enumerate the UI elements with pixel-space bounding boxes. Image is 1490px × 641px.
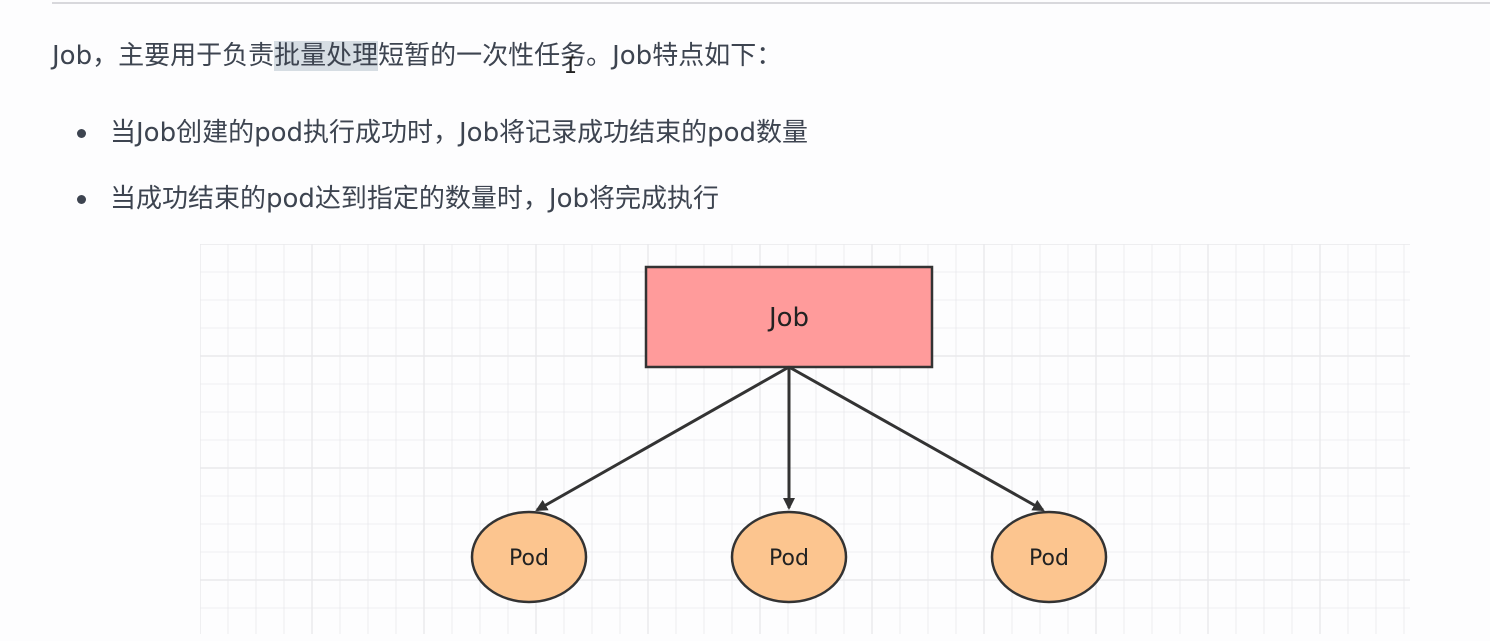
list-item: 当Job创建的pod执行成功时，Job将记录成功结束的pod数量 <box>0 110 808 156</box>
pod-ellipse[interactable] <box>730 510 848 604</box>
job-label: Job <box>767 303 809 333</box>
edge-job-to-pod-1 <box>535 365 790 512</box>
diagram-canvas: Job Pod Pod Pod <box>200 244 1410 634</box>
intro-paragraph: Job，主要用于负责批量处理短暂的一次性任务。Job特点如下： <box>52 36 782 76</box>
pod-node-3[interactable]: Pod <box>990 510 1108 604</box>
intro-text-before: Job，主要用于负责 <box>52 41 275 71</box>
pod-label: Pod <box>509 546 549 571</box>
bullet-dot-icon <box>77 129 86 138</box>
text-cursor-icon: I <box>564 54 578 79</box>
top-divider <box>52 2 1490 4</box>
pod-node-2[interactable]: Pod <box>730 510 848 604</box>
pod-label: Pod <box>1029 546 1069 571</box>
list-item-text: 当Job创建的pod执行成功时，Job将记录成功结束的pod数量 <box>110 118 808 148</box>
intro-text-after: 短暂的一次性任务。Job特点如下： <box>378 41 783 71</box>
pod-ellipse[interactable] <box>990 510 1108 604</box>
pod-node-1[interactable]: Pod <box>470 510 588 604</box>
edge-job-to-pod-3 <box>788 365 1045 512</box>
intro-text-highlight[interactable]: 批量处理 <box>274 41 379 71</box>
job-node[interactable]: Job <box>644 265 934 369</box>
list-item: 当成功结束的pod达到指定的数量时，Job将完成执行 <box>0 176 808 222</box>
feature-list: 当Job创建的pod执行成功时，Job将记录成功结束的pod数量 当成功结束的p… <box>0 110 808 242</box>
pod-label: Pod <box>769 546 809 571</box>
bullet-dot-icon <box>77 195 86 204</box>
pod-ellipse[interactable] <box>470 510 588 604</box>
list-item-text: 当成功结束的pod达到指定的数量时，Job将完成执行 <box>110 184 719 214</box>
job-pod-diagram: Job Pod Pod Pod <box>200 244 1410 634</box>
